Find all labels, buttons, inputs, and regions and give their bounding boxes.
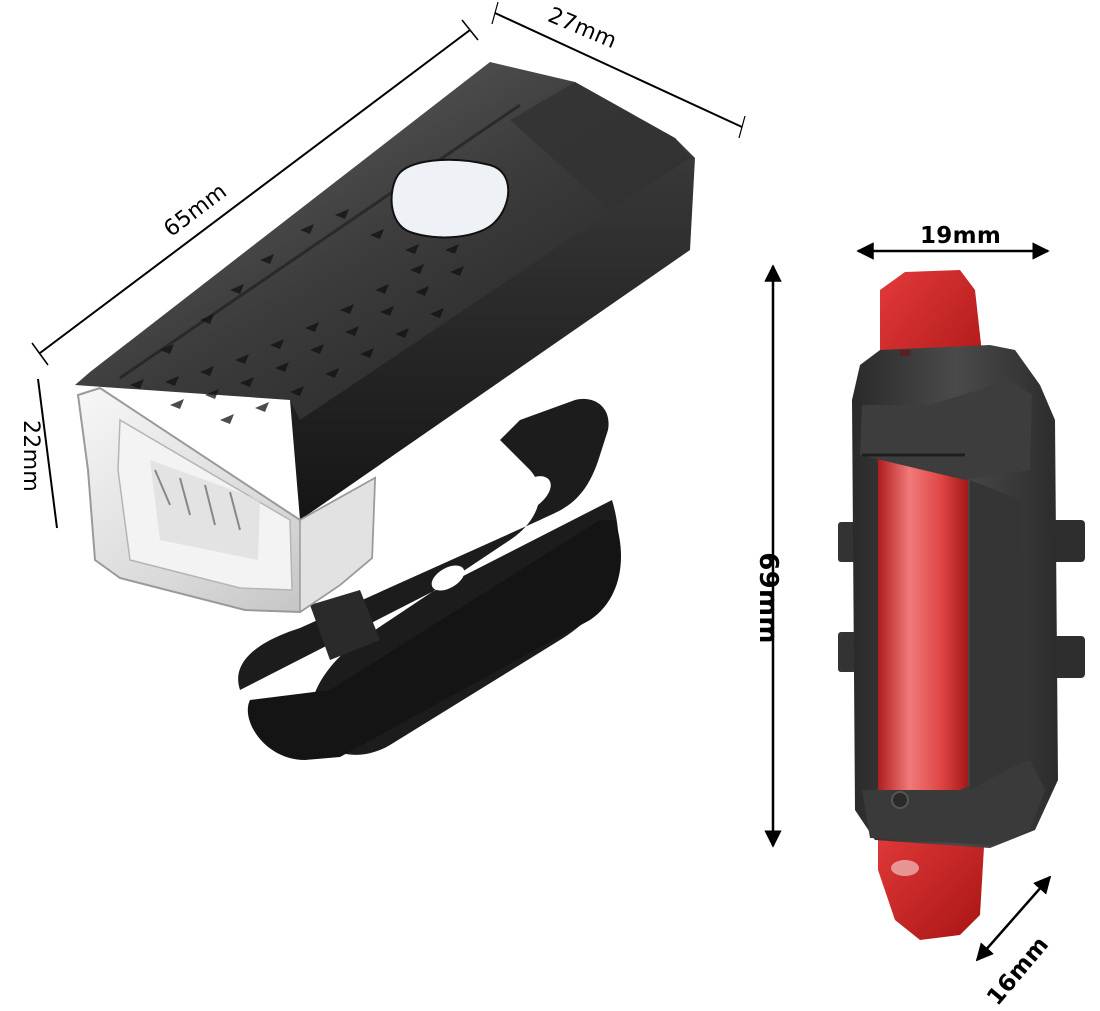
dim-line-65mm [39, 29, 471, 354]
taillight-bottom-cap [878, 825, 985, 940]
taillight-power-button [891, 791, 909, 809]
headlight-power-button [390, 158, 510, 239]
headlight [75, 62, 695, 760]
taillight-red-lens [878, 455, 968, 800]
headlight-body-side [290, 138, 695, 520]
headlight-mount-strap [238, 398, 622, 760]
headlight-grip-texture [130, 209, 464, 424]
headlight-body-top [75, 62, 690, 420]
dim-line-22mm [37, 378, 58, 529]
dim-label-69mm: 69mm [752, 552, 783, 644]
dim-line-27mm [494, 12, 743, 128]
dimension-lines [31, 1, 1052, 962]
taillight [838, 270, 1085, 940]
dim-label-19mm: 19mm [920, 223, 1002, 249]
headlight-lens [76, 386, 377, 614]
dim-label-22mm: 22mm [18, 419, 44, 493]
dim-arrow-16mm [975, 875, 1052, 962]
